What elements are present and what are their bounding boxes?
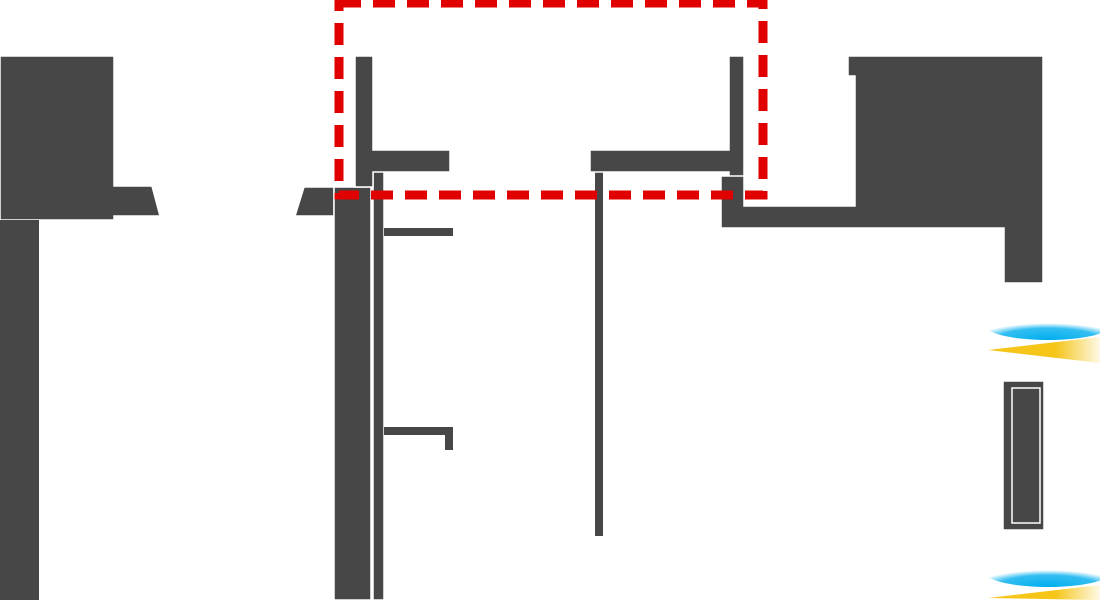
right-wall-block [720, 55, 1044, 284]
shelf-upper [384, 228, 453, 236]
yellow-light-upper [988, 337, 1100, 363]
center-post [595, 168, 603, 536]
blue-light-lower [986, 559, 1100, 587]
highlight-dashed-rectangle [334, 0, 768, 200]
center-left-column [333, 186, 372, 600]
left-column [0, 220, 39, 600]
left-wall-block [0, 55, 161, 221]
upper-left-frame [354, 55, 451, 188]
shelf-lower [384, 427, 453, 450]
center-left-sill [293, 186, 335, 217]
window-pane [1011, 387, 1041, 524]
blue-light-upper [986, 312, 1100, 340]
yellow-light-lower [988, 585, 1100, 600]
center-left-inner-strip [372, 167, 385, 600]
